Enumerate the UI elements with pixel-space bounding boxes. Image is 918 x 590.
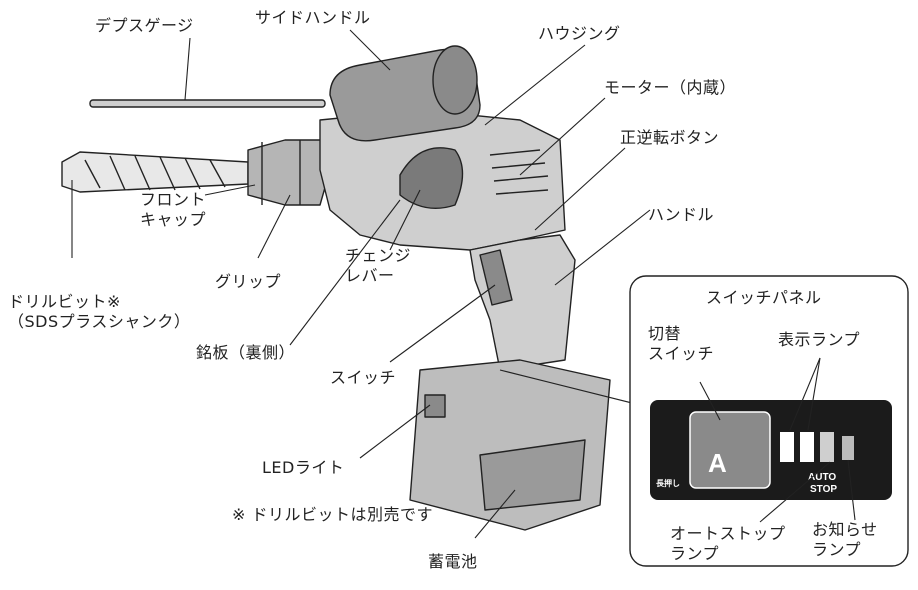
led-light xyxy=(424,394,446,418)
label-switch: スイッチ xyxy=(330,368,397,387)
label-grip: グリップ xyxy=(215,272,282,291)
mode-switch-button xyxy=(689,411,771,489)
change-lever xyxy=(399,147,464,209)
mode-letter: A xyxy=(708,448,727,478)
auto-text: AUTO xyxy=(808,472,836,483)
notice-lamp xyxy=(842,436,854,460)
long-press-text: 長押し xyxy=(656,478,680,488)
label-auto-stop-lamp: オートストップ ランプ xyxy=(670,524,786,563)
switch-panel-face xyxy=(650,400,892,500)
label-indicator-lamps: 表示ランプ xyxy=(778,330,861,349)
label-side-handle: サイドハンドル xyxy=(255,8,371,27)
indicator-lamp-1 xyxy=(780,432,794,462)
label-motor: モーター（内蔵） xyxy=(604,78,737,97)
label-led-light: LEDライト xyxy=(262,458,345,477)
label-front-cap: フロント キャップ xyxy=(140,190,207,229)
label-nameplate: 銘板（裏側） xyxy=(196,343,296,362)
label-housing: ハウジング xyxy=(538,24,621,43)
drill-bit xyxy=(61,151,249,193)
auto-stop-lamp xyxy=(820,432,834,462)
label-depth-gauge: デプスゲージ xyxy=(95,16,194,35)
depth-gauge-rod xyxy=(89,99,326,108)
label-change-lever: チェンジ レバー xyxy=(345,246,412,285)
label-notice-lamp: お知らせ ランプ xyxy=(812,520,878,559)
note-bit-sold-separately: ※ ドリルビットは別売です xyxy=(232,505,433,524)
label-battery: 蓄電池 xyxy=(428,552,478,571)
switch-panel-title: スイッチパネル xyxy=(706,288,822,307)
label-handle: ハンドル xyxy=(648,205,715,224)
stop-text: STOP xyxy=(810,484,837,495)
indicator-lamp-2 xyxy=(800,432,814,462)
label-mode-switch: 切替 スイッチ xyxy=(648,324,715,363)
label-drill-bit: ドリルビット※ （SDSプラスシャンク） xyxy=(8,292,191,331)
label-reverse-button: 正逆転ボタン xyxy=(620,128,720,147)
switch-trigger xyxy=(479,249,513,306)
front-cap xyxy=(247,139,331,206)
